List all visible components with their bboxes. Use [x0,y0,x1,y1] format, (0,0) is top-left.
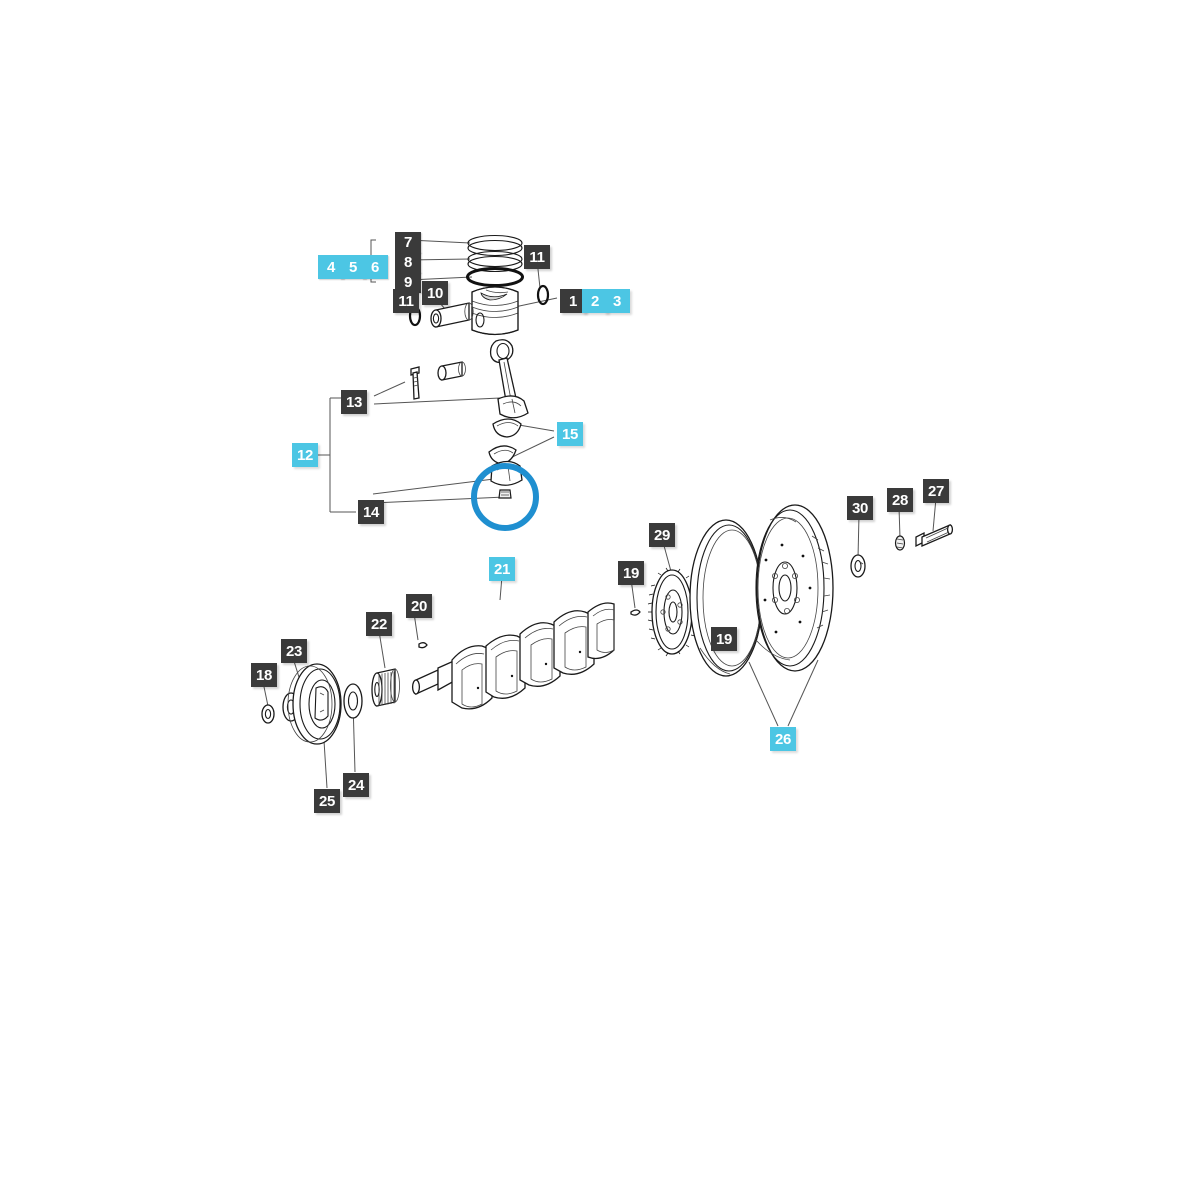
highlight-circle [471,463,539,531]
callout-8[interactable]: 8 [395,252,421,273]
callout-4[interactable]: 4 [318,255,344,279]
callout-30[interactable]: 30 [847,496,873,520]
callout-23[interactable]: 23 [281,639,307,663]
callout-20[interactable]: 20 [406,594,432,618]
callout-26[interactable]: 26 [770,727,796,751]
callout-19-left[interactable]: 19 [618,561,644,585]
callout-3[interactable]: 3 [604,289,630,313]
flywheel-ring-gear-29 [647,567,698,657]
callout-14[interactable]: 14 [358,500,384,524]
callout-11-left[interactable]: 11 [393,289,419,313]
piston [471,286,519,336]
callout-5[interactable]: 5 [340,255,366,279]
small-end-bushing [437,361,466,381]
callout-25[interactable]: 25 [314,789,340,813]
crankshaft-pulley-group [261,642,428,745]
callout-6[interactable]: 6 [362,255,388,279]
callout-9[interactable]: 9 [395,272,421,293]
piston-pin-and-clips [408,284,550,328]
callout-2[interactable]: 2 [582,289,608,313]
callout-19-right[interactable]: 19 [711,627,737,651]
flywheel [755,504,834,672]
flywheel-fasteners [850,524,954,578]
callout-18[interactable]: 18 [251,663,277,687]
callout-1[interactable]: 1 [560,289,586,313]
callout-27[interactable]: 27 [923,479,949,503]
callout-12[interactable]: 12 [292,443,318,467]
callout-15[interactable]: 15 [557,422,583,446]
callout-28[interactable]: 28 [887,488,913,512]
callout-7[interactable]: 7 [395,232,421,253]
callout-22[interactable]: 22 [366,612,392,636]
callout-13[interactable]: 13 [341,390,367,414]
crankshaft [411,602,615,710]
connecting-rod-bolt [410,366,420,400]
callout-11-right[interactable]: 11 [524,245,550,269]
callout-10[interactable]: 10 [422,281,448,305]
flywheel-ring-gear-large [689,519,763,677]
callout-21[interactable]: 21 [489,557,515,581]
piston-rings [466,234,524,287]
callout-24[interactable]: 24 [343,773,369,797]
callout-29[interactable]: 29 [649,523,675,547]
